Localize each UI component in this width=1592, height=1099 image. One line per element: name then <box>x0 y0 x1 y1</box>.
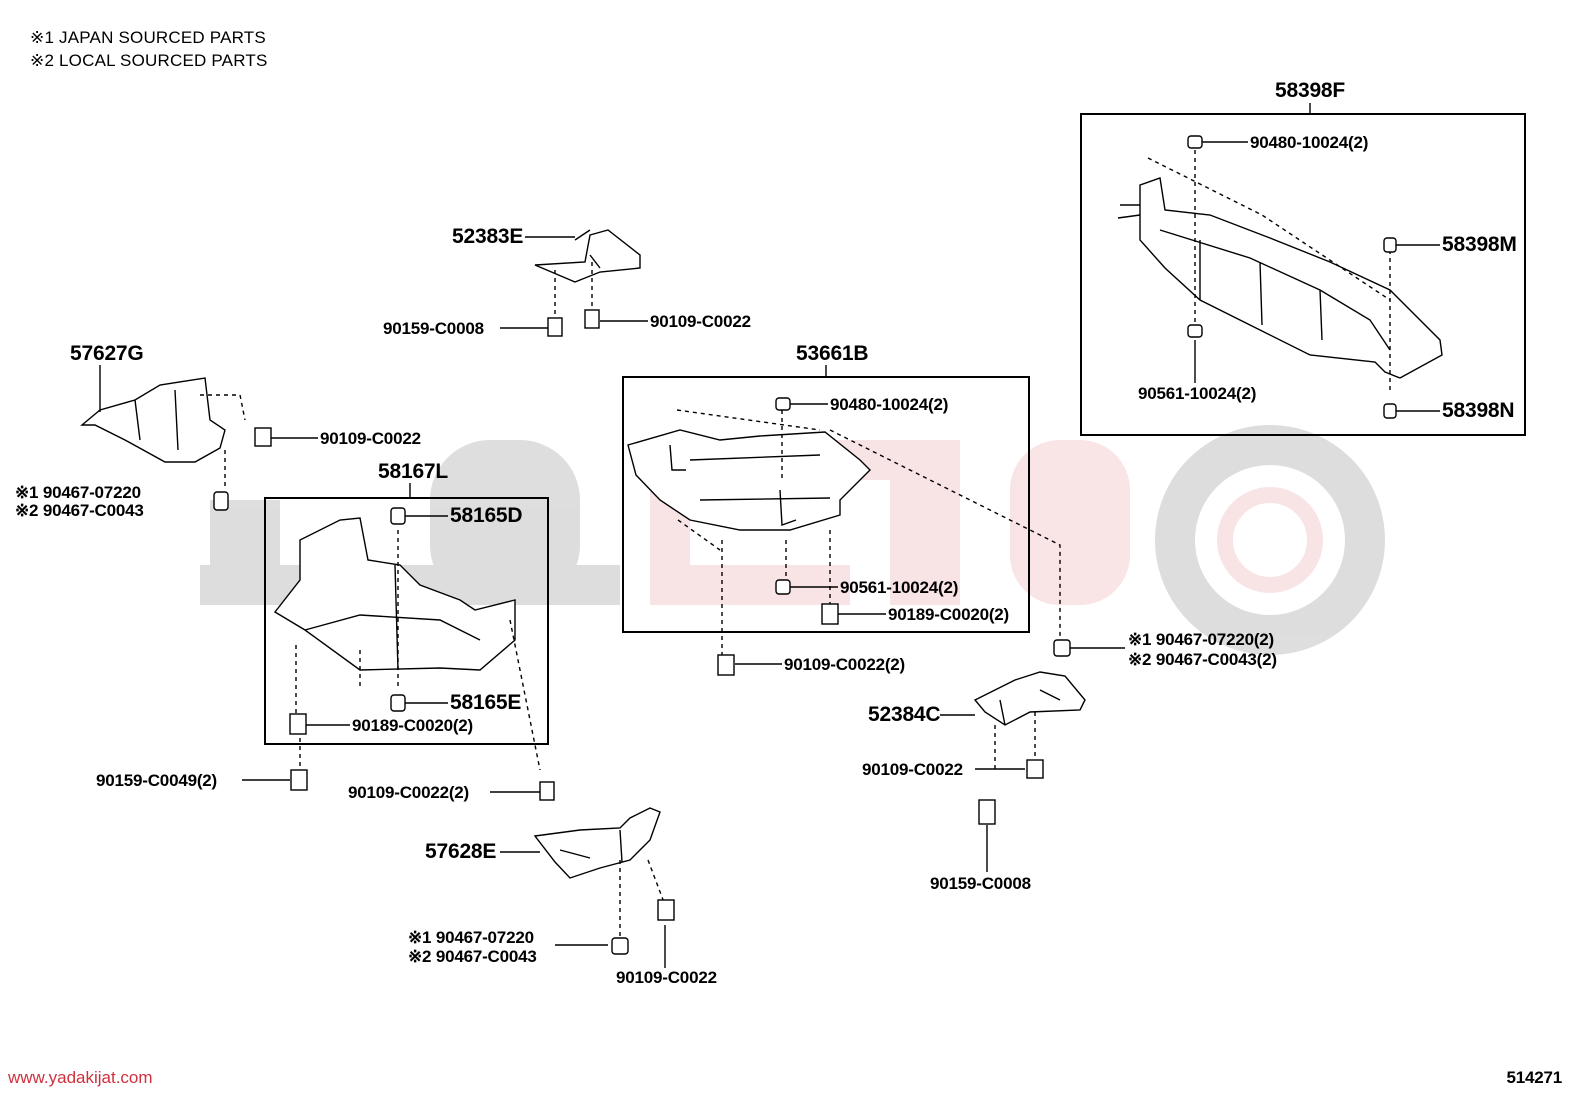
part-label-58398F[interactable]: 58398F <box>1275 79 1346 102</box>
part-57628E-outline <box>533 807 661 879</box>
group-box-58167L <box>264 497 549 745</box>
bolt-90109-icon <box>584 309 600 329</box>
nut-90189-icon <box>289 713 307 735</box>
part-label-90467-C0043[interactable]: ※2 90467-C0043 <box>408 947 537 966</box>
part-label-90109-C0022[interactable]: 90109-C0022 <box>650 312 751 331</box>
part-label-90159-C0008[interactable]: 90159-C0008 <box>930 874 1031 893</box>
clip-90561-icon <box>1187 324 1203 338</box>
part-label-90109-C0022[interactable]: 90109-C0022(2) <box>784 655 906 674</box>
part-label-90561-10024[interactable]: 90561-10024(2) <box>840 578 959 597</box>
part-label-90189-C0020[interactable]: 90189-C0020(2) <box>888 605 1010 624</box>
part-label-58398M[interactable]: 58398M <box>1442 233 1517 256</box>
part-57627G-outline <box>80 377 226 463</box>
fasteners <box>213 135 1397 955</box>
part-label-90480-10024[interactable]: 90480-10024(2) <box>830 395 949 414</box>
group-box-53661B <box>622 376 1030 633</box>
dashed-leader <box>994 712 1036 770</box>
clip-90561-icon <box>775 579 791 595</box>
part-label-52384C[interactable]: 52384C <box>868 703 941 726</box>
watermark-site-link[interactable]: www.yadakijat.com <box>8 1068 153 1087</box>
dashed-leader <box>295 530 541 771</box>
bolt-90109-icon <box>539 781 555 801</box>
bolt-90109-icon <box>1026 759 1044 779</box>
part-label-90467-07220[interactable]: ※1 90467-07220(2) <box>1128 630 1275 649</box>
dashed-leader <box>676 409 1061 660</box>
part-label-90159-C0049[interactable]: 90159-C0049(2) <box>96 771 218 790</box>
clip-90480-icon <box>1187 135 1203 149</box>
clip-90467-icon <box>611 937 629 955</box>
part-label-90109-C0022[interactable]: 90109-C0022 <box>320 429 421 448</box>
part-52383E-outline <box>534 229 641 283</box>
part-53661B-outline <box>627 429 871 531</box>
clip-58165E-icon <box>390 694 406 712</box>
bolt-90109-icon <box>717 654 735 676</box>
part-52384C-outline <box>973 671 1086 726</box>
part-label-58398N[interactable]: 58398N <box>1442 399 1515 422</box>
dashed-leader <box>554 262 593 320</box>
part-label-57627G[interactable]: 57627G <box>70 342 144 365</box>
part-label-90467-07220[interactable]: ※1 90467-07220 <box>408 928 534 947</box>
legend-local: ※2 LOCAL SOURCED PARTS <box>30 51 268 70</box>
dashed-leader <box>619 859 666 940</box>
clip-58398M-icon <box>1383 237 1397 253</box>
part-label-52383E[interactable]: 52383E <box>452 225 524 248</box>
part-label-90159-C0008[interactable]: 90159-C0008 <box>383 319 484 338</box>
part-label-58165D[interactable]: 58165D <box>450 504 523 527</box>
bolt-90159-icon <box>290 769 308 791</box>
clip-90467-icon <box>213 491 229 511</box>
legend: ※1 JAPAN SOURCED PARTS ※2 LOCAL SOURCED … <box>30 26 268 72</box>
legend-japan: ※1 JAPAN SOURCED PARTS <box>30 28 266 47</box>
bolt-90109-icon <box>254 427 272 447</box>
part-label-90467-07220[interactable]: ※1 90467-07220 <box>15 483 141 502</box>
leader-lines <box>99 103 1440 968</box>
part-label-90467-C0043[interactable]: ※2 90467-C0043(2) <box>1128 650 1277 669</box>
clip-90467-icon <box>1053 639 1071 657</box>
clip-90480-icon <box>775 397 791 411</box>
group-box-58398F <box>1080 113 1526 436</box>
figure-number: 514271 <box>1506 1068 1562 1087</box>
part-58398F-outline <box>1117 177 1443 379</box>
part-label-90109-C0022[interactable]: 90109-C0022 <box>616 968 717 987</box>
dashed-leader <box>1147 157 1391 301</box>
part-label-57628E[interactable]: 57628E <box>425 840 497 863</box>
bolt-90109-icon <box>657 899 675 921</box>
part-label-90561-10024[interactable]: 90561-10024(2) <box>1138 384 1257 403</box>
part-label-90480-10024[interactable]: 90480-10024(2) <box>1250 133 1369 152</box>
bolt-90159-icon <box>547 317 563 337</box>
bolt-90159-icon <box>978 799 996 825</box>
dashed-leader <box>200 394 246 490</box>
part-58167L-outline <box>273 517 516 671</box>
part-label-90109-C0022[interactable]: 90109-C0022 <box>862 760 963 779</box>
clip-58165D-icon <box>390 507 406 525</box>
clip-58398N-icon <box>1383 403 1397 419</box>
nut-90189-icon <box>821 603 839 625</box>
part-label-53661B[interactable]: 53661B <box>796 342 869 365</box>
part-label-90109-C0022[interactable]: 90109-C0022(2) <box>348 783 470 802</box>
part-label-90467-C0043[interactable]: ※2 90467-C0043 <box>15 501 144 520</box>
part-label-90189-C0020[interactable]: 90189-C0020(2) <box>352 716 474 735</box>
part-label-58165E[interactable]: 58165E <box>450 691 522 714</box>
part-label-58167L[interactable]: 58167L <box>378 460 449 483</box>
